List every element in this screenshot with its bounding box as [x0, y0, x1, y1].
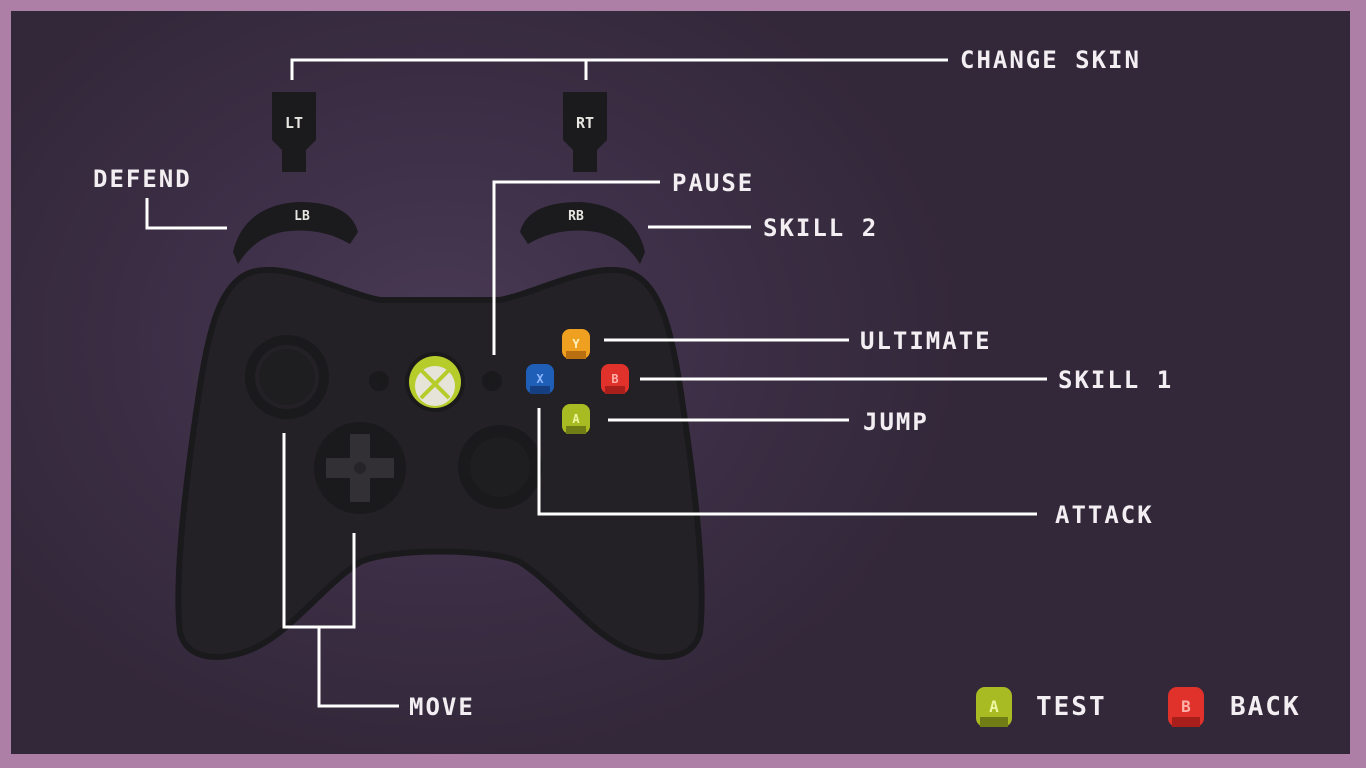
pause-label: PAUSE	[672, 169, 755, 197]
defend-line	[145, 198, 227, 230]
lb-label: LB	[294, 209, 310, 224]
a-label: A	[572, 412, 580, 426]
jump-label: JUMP	[863, 408, 929, 436]
change-skin-line	[290, 58, 948, 80]
controls-screen: LT RT LB RB	[11, 11, 1350, 754]
rt-label: RT	[576, 114, 594, 132]
b-button[interactable]: B	[601, 364, 629, 394]
x-label: X	[536, 372, 544, 386]
x-button[interactable]: X	[526, 364, 554, 394]
right-stick[interactable]	[458, 425, 542, 509]
test-prompt[interactable]: A TEST	[974, 685, 1107, 729]
y-button[interactable]: Y	[562, 329, 590, 359]
skill2-label: SKILL 2	[763, 214, 879, 242]
lb-bumper[interactable]: LB	[233, 202, 358, 264]
lt-label: LT	[285, 114, 303, 132]
b-label: B	[611, 372, 618, 386]
move-label: MOVE	[409, 693, 475, 721]
attack-label: ATTACK	[1055, 501, 1154, 529]
test-button-letter: A	[989, 697, 999, 716]
callout-lines	[145, 58, 1047, 708]
dpad[interactable]	[314, 422, 406, 514]
pause-line	[492, 180, 660, 355]
change-skin-label: CHANGE SKIN	[960, 46, 1141, 74]
skill1-label: SKILL 1	[1058, 366, 1174, 394]
move-line-stem	[317, 627, 399, 708]
a-button[interactable]: A	[562, 404, 590, 434]
back-button-letter: B	[1181, 697, 1191, 716]
controller-body	[175, 267, 705, 660]
left-stick[interactable]	[245, 335, 329, 419]
b-button-icon: B	[1168, 687, 1204, 727]
test-label: TEST	[1036, 692, 1107, 722]
a-button-icon: A	[976, 687, 1012, 727]
rt-trigger[interactable]: RT	[563, 92, 607, 172]
back-prompt[interactable]: B BACK	[1166, 685, 1301, 729]
rb-label: RB	[568, 209, 584, 224]
lt-trigger[interactable]: LT	[272, 92, 316, 172]
attack-line	[537, 408, 1037, 516]
defend-label: DEFEND	[93, 165, 192, 193]
controller-diagram: LT RT LB RB	[145, 58, 1047, 708]
start-button[interactable]	[482, 371, 502, 391]
y-label: Y	[572, 337, 580, 351]
back-label: BACK	[1230, 692, 1301, 722]
back-small-button[interactable]	[369, 371, 389, 391]
ultimate-label: ULTIMATE	[860, 327, 992, 355]
rb-bumper[interactable]: RB	[520, 202, 645, 264]
xbox-logo-icon[interactable]	[405, 352, 465, 412]
